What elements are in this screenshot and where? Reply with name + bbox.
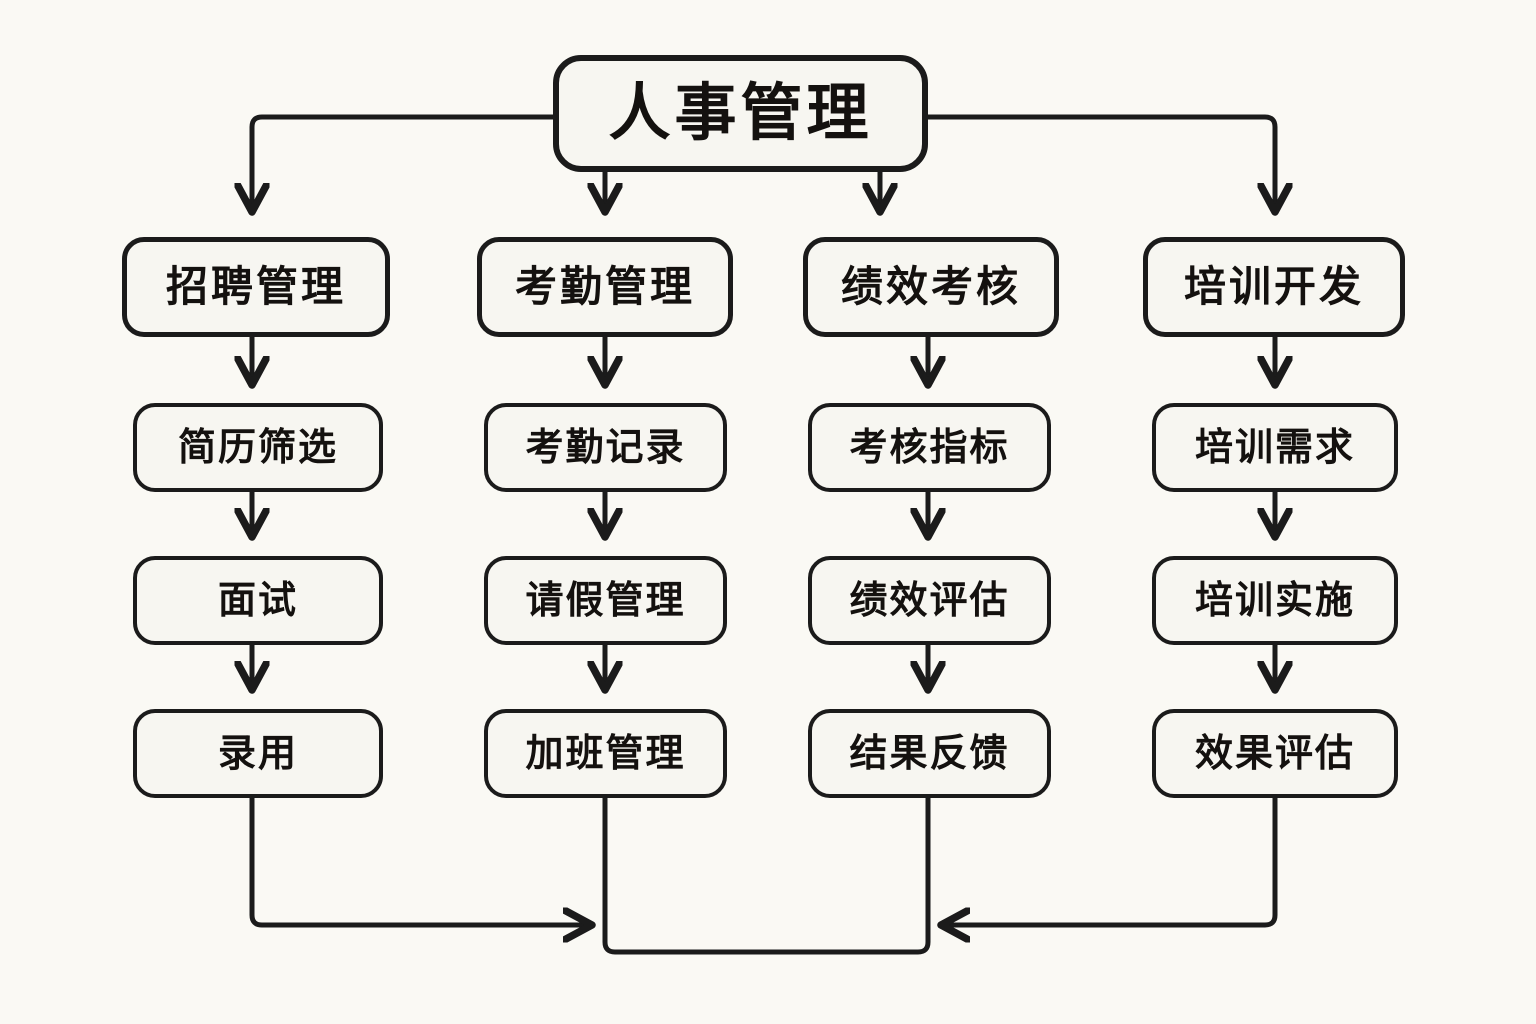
edge-effect-bottom-loop bbox=[943, 798, 1278, 925]
edge-root-to-training bbox=[928, 114, 1275, 210]
edge-bottom-join-u bbox=[602, 798, 931, 955]
node-col1-header-recruitment-management[interactable]: 招聘管理 bbox=[122, 237, 390, 337]
node-label: 加班管理 bbox=[525, 732, 686, 775]
node-col4-step1-training-needs[interactable]: 培训需求 bbox=[1152, 403, 1398, 492]
node-col4-header-training-development[interactable]: 培训开发 bbox=[1143, 237, 1405, 337]
node-label: 培训开发 bbox=[1183, 263, 1364, 310]
node-col3-step3-result-feedback[interactable]: 结果反馈 bbox=[808, 709, 1051, 798]
node-col4-step3-effect-evaluation[interactable]: 效果评估 bbox=[1152, 709, 1398, 798]
node-label: 考勤记录 bbox=[525, 426, 686, 469]
node-root-personnel-management[interactable]: 人事管理 bbox=[553, 55, 928, 172]
node-label: 绩效考核 bbox=[840, 263, 1021, 310]
node-col3-step1-assessment-indicator[interactable]: 考核指标 bbox=[808, 403, 1051, 492]
node-col2-step3-overtime-management[interactable]: 加班管理 bbox=[484, 709, 727, 798]
node-label: 人事管理 bbox=[608, 78, 873, 148]
edge-root-to-recruitment bbox=[252, 114, 553, 210]
node-label: 培训需求 bbox=[1194, 426, 1355, 469]
node-col2-step2-leave-management[interactable]: 请假管理 bbox=[484, 556, 727, 645]
node-col4-step2-training-implementation[interactable]: 培训实施 bbox=[1152, 556, 1398, 645]
node-label: 绩效评估 bbox=[849, 579, 1010, 622]
node-label: 考核指标 bbox=[849, 426, 1010, 469]
node-label: 招聘管理 bbox=[165, 263, 346, 310]
node-col1-step1-resume-screening[interactable]: 简历筛选 bbox=[133, 403, 383, 492]
node-label: 简历筛选 bbox=[177, 426, 338, 469]
node-col1-step3-hiring[interactable]: 录用 bbox=[133, 709, 383, 798]
node-col2-step1-attendance-record[interactable]: 考勤记录 bbox=[484, 403, 727, 492]
node-label: 面试 bbox=[217, 579, 298, 622]
node-label: 请假管理 bbox=[525, 579, 686, 622]
node-col3-step2-performance-evaluation[interactable]: 绩效评估 bbox=[808, 556, 1051, 645]
node-col1-step2-interview[interactable]: 面试 bbox=[133, 556, 383, 645]
node-label: 效果评估 bbox=[1194, 732, 1355, 775]
node-col2-header-attendance-management[interactable]: 考勤管理 bbox=[477, 237, 733, 337]
node-label: 结果反馈 bbox=[849, 732, 1010, 775]
node-col3-header-performance-appraisal[interactable]: 绩效考核 bbox=[803, 237, 1059, 337]
edge-hire-bottom-loop bbox=[249, 798, 590, 925]
node-label: 考勤管理 bbox=[514, 263, 695, 310]
node-label: 培训实施 bbox=[1194, 579, 1355, 622]
node-label: 录用 bbox=[217, 732, 298, 775]
